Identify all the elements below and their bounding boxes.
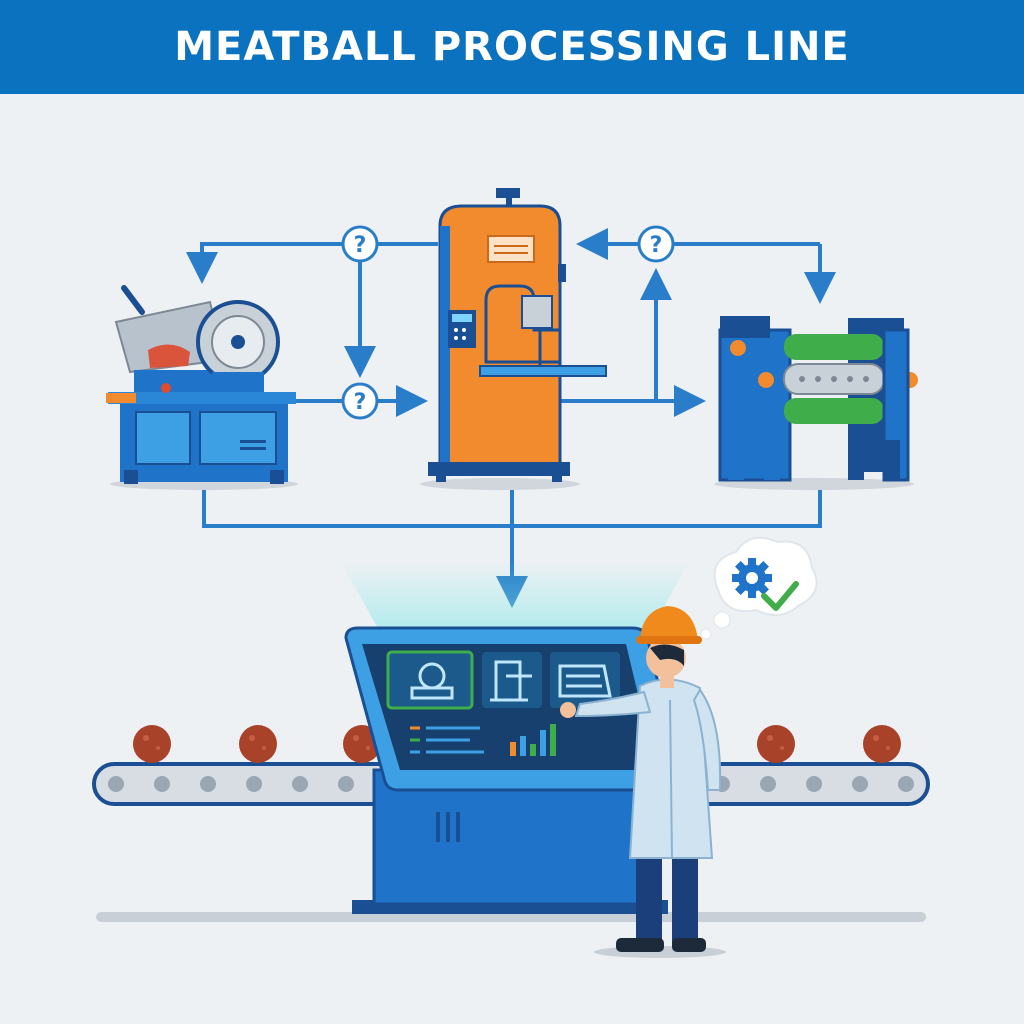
- header-bar: MEATBALL PROCESSING LINE: [0, 0, 1024, 94]
- arrow-saw-to-slicer: [186, 242, 438, 284]
- band-saw-icon: [490, 660, 532, 702]
- page-title: MEATBALL PROCESSING LINE: [174, 24, 850, 70]
- decision-marker-middle: ?: [341, 382, 379, 420]
- slicer-machine: [106, 285, 298, 490]
- thought-bubble: [700, 536, 818, 640]
- screen-bar-chart: [510, 724, 556, 756]
- meatballs: [133, 725, 901, 763]
- decision-marker-top-left: ?: [341, 225, 379, 263]
- decision-marker-top-right: ?: [637, 225, 675, 263]
- svg-text:?: ?: [354, 390, 367, 415]
- roller-former-machine: [714, 316, 918, 490]
- gear-icon: [732, 558, 772, 598]
- operator: [560, 606, 726, 958]
- control-panel: [344, 626, 682, 914]
- hardhat-icon: [640, 606, 698, 640]
- meatball: [239, 725, 277, 763]
- roller-icon: [558, 664, 612, 698]
- meatball: [133, 725, 171, 763]
- svg-text:?: ?: [650, 233, 663, 258]
- screen-tile-slicer[interactable]: [386, 650, 474, 710]
- projection-beam: [340, 560, 690, 632]
- svg-text:?: ?: [354, 233, 367, 258]
- band-saw-machine: [420, 188, 607, 490]
- flow-connectors: [186, 228, 836, 608]
- meatball: [757, 725, 795, 763]
- meatball: [863, 725, 901, 763]
- process-diagram: ? ? ?: [92, 188, 930, 958]
- check-icon: [761, 581, 799, 611]
